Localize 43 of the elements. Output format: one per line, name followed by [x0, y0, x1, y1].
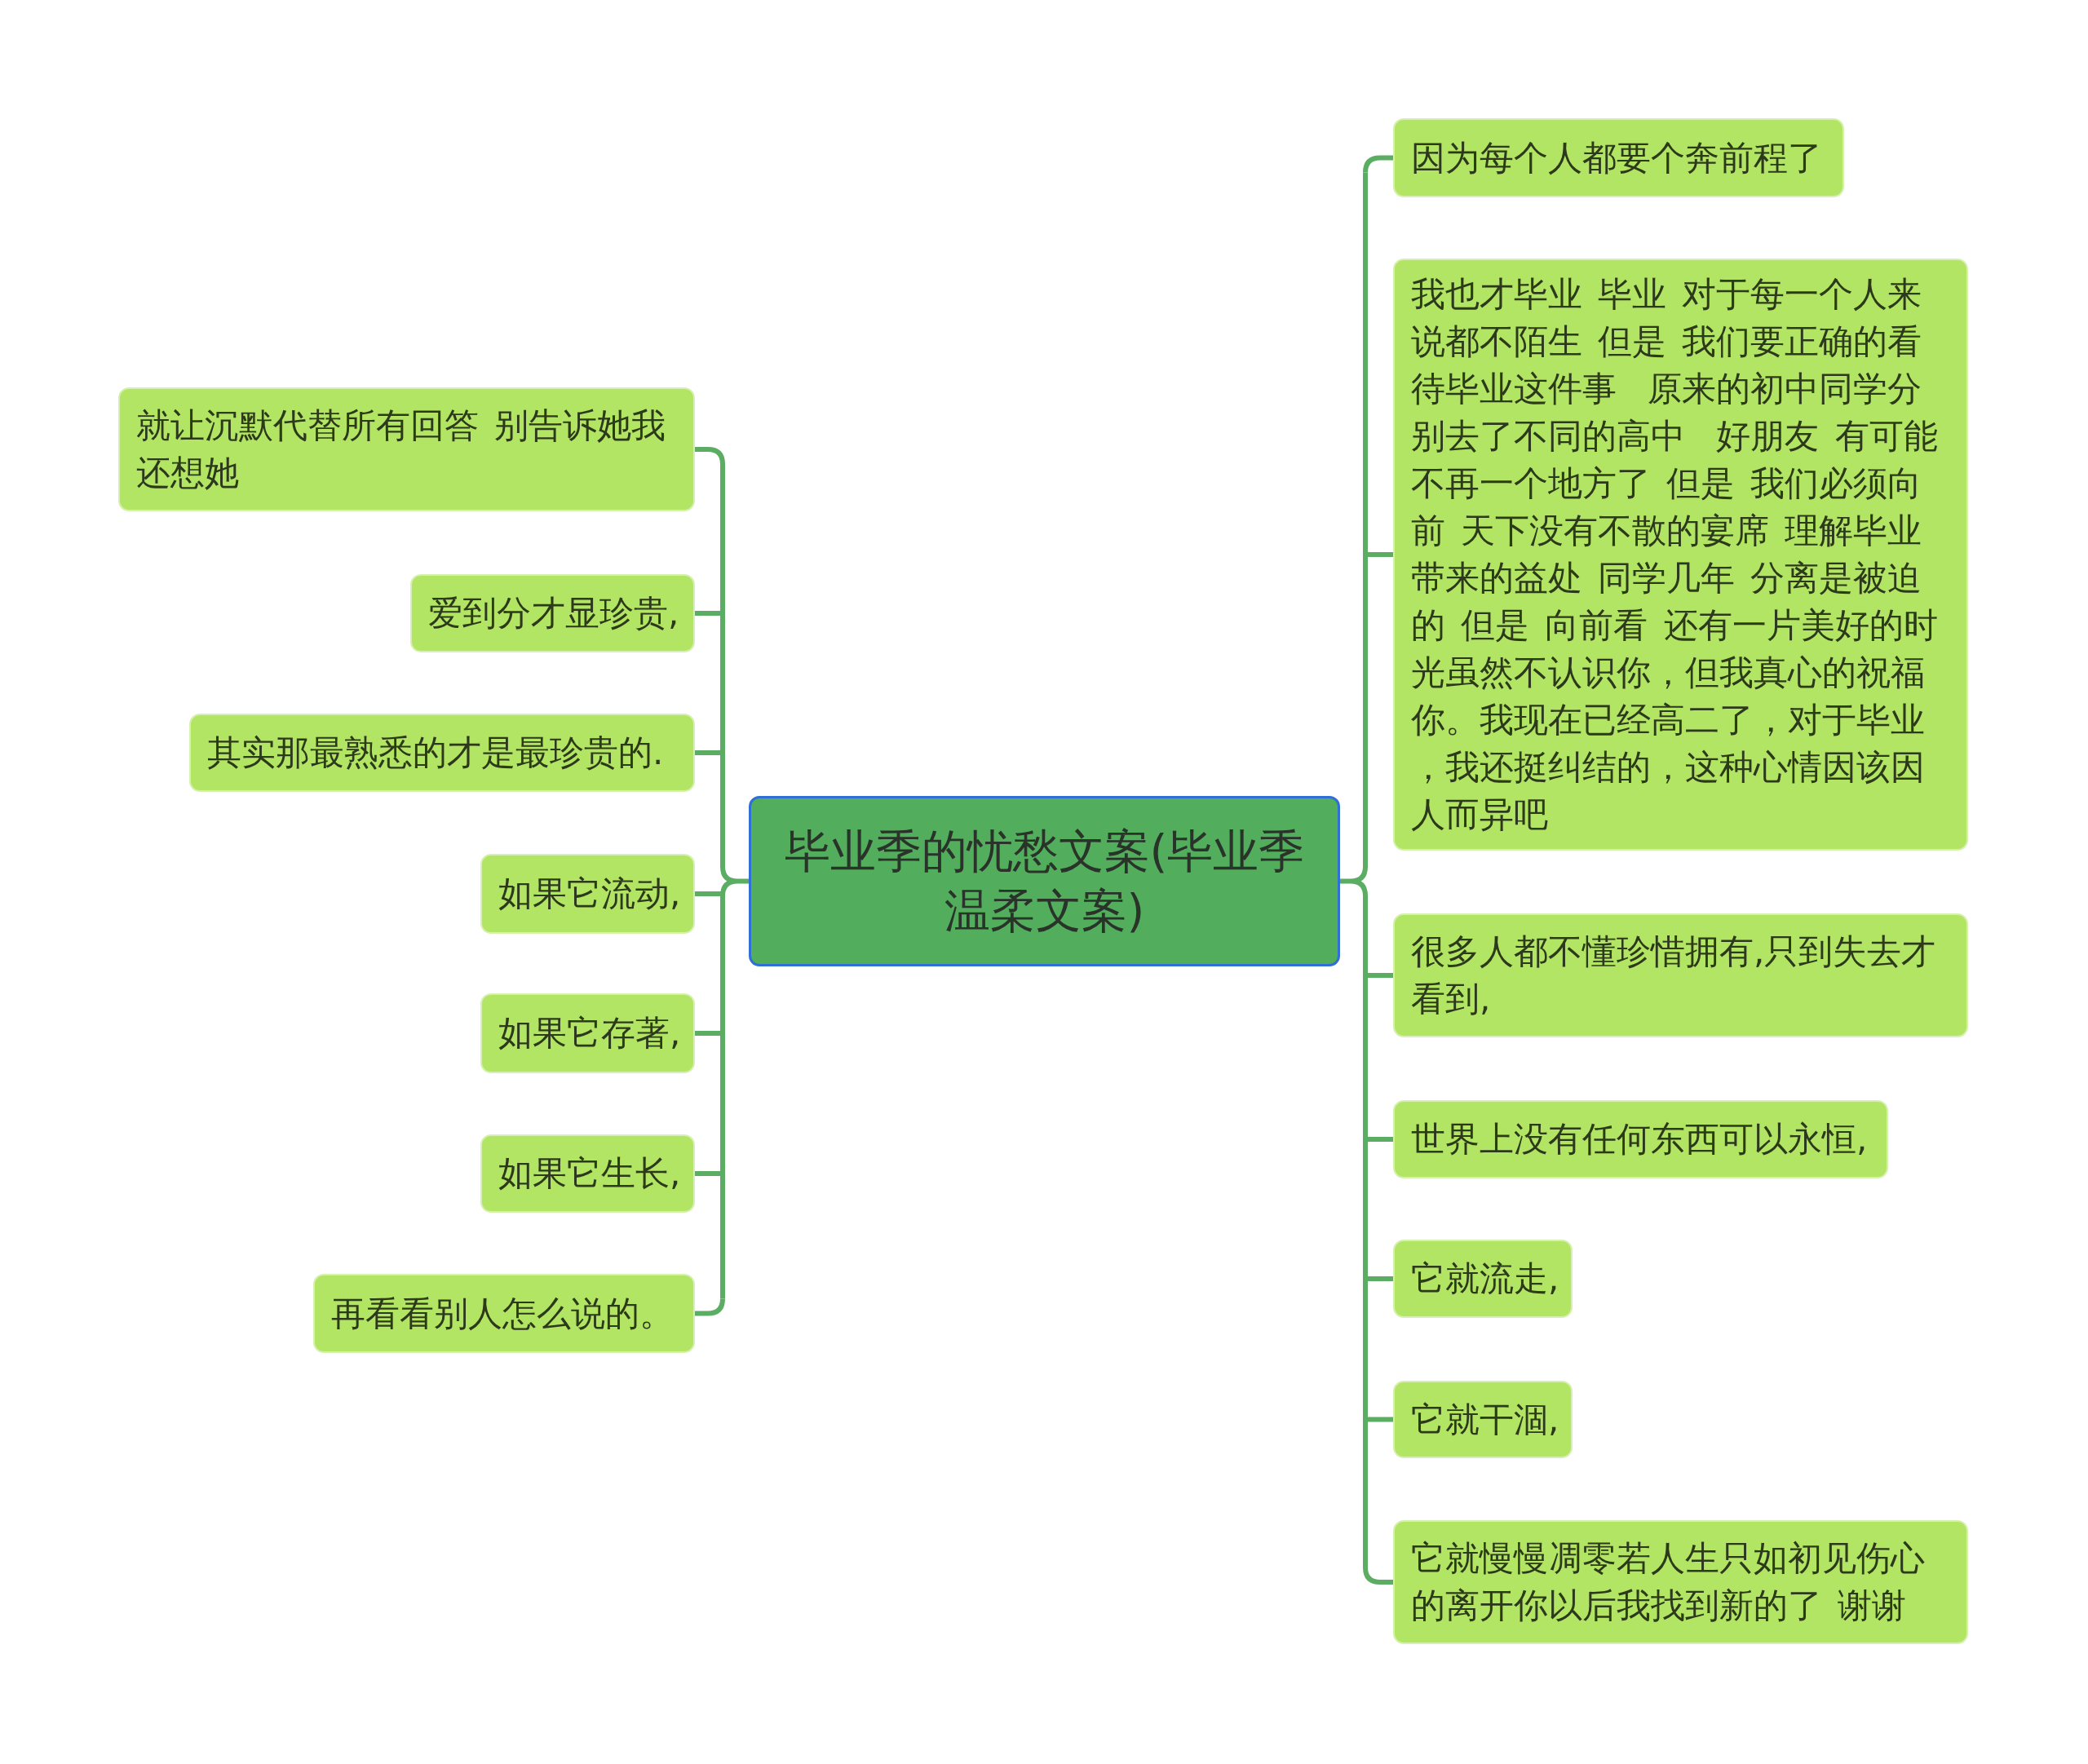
topic-text: 它就干涸,	[1411, 1398, 1559, 1441]
topic-text: 再看看别人怎么说的。	[331, 1292, 674, 1335]
connector-line	[695, 447, 725, 465]
connector-line	[695, 750, 723, 755]
topic-text: 如果它生长,	[498, 1152, 681, 1195]
topic-text: 它就慢慢凋零若人生只如初见伤心的离开你以后我找到新的了 谢谢	[1411, 1537, 1926, 1627]
central-topic-text: 毕业季的忧愁文案(毕业季温柔文案)	[783, 823, 1306, 939]
connector-line	[695, 891, 723, 896]
topic-text: 我也才毕业 毕业 对于每一个人来说都不陌生 但是 我们要正确的看待毕业这件事 原来的初中同学分别去了不同的高中 好朋友 有可能不再一个地方了 但是 我们必须向前 天下没有不散的宴席 理解毕业带来的益处 同学几年 分离是被迫的 但是 向前看 还有一片美好的时光虽然不认识你，但我真心的祝福你。我现在已经高二了，对于毕业，我还挺纠结的，这种心情因该因人而异吧	[1411, 273, 1939, 836]
connector-line	[1365, 1276, 1393, 1281]
topic-box	[118, 387, 695, 511]
topic-text: 它就流走,	[1411, 1258, 1559, 1300]
connector-line	[1363, 1567, 1393, 1585]
topic-box	[189, 714, 695, 792]
topic-box	[1393, 1240, 1573, 1318]
topic-text: 爱到分才显珍贵,	[428, 592, 679, 634]
topic-box	[1393, 1100, 1888, 1178]
topic-box	[1393, 913, 1968, 1037]
connector-line	[695, 1171, 723, 1176]
connector-line	[1365, 1417, 1393, 1422]
topic-text: 如果它存著,	[498, 1012, 681, 1054]
topic-box	[480, 1134, 695, 1213]
connector-line	[1365, 1137, 1393, 1142]
topic-box	[480, 854, 695, 934]
connector-line	[1365, 552, 1393, 557]
topic-box	[1393, 1520, 1968, 1644]
topic-text: 如果它流动,	[498, 873, 681, 915]
topic-box	[1393, 1381, 1573, 1458]
connector-line	[1365, 973, 1393, 978]
central-topic-box	[749, 796, 1340, 966]
topic-text: 其实那最熟悉的才是最珍贵的.	[207, 732, 664, 774]
topic-text: 世界上没有任何东西可以永恒,	[1411, 1118, 1868, 1161]
connector-line	[695, 1031, 723, 1036]
topic-text: 就让沉默代替所有回答 别告诉她我还想她	[136, 405, 667, 494]
connector-line	[695, 611, 723, 616]
topic-box	[1393, 118, 1844, 197]
topic-text: 很多人都不懂珍惜拥有,只到失去才看到,	[1411, 931, 1937, 1020]
connector-line	[695, 1298, 725, 1316]
topic-text: 因为每个人都要个奔前程了	[1411, 136, 1822, 179]
connector-line	[1363, 155, 1393, 173]
topic-box	[410, 574, 695, 652]
topic-box	[313, 1274, 695, 1353]
topic-box	[480, 993, 695, 1073]
